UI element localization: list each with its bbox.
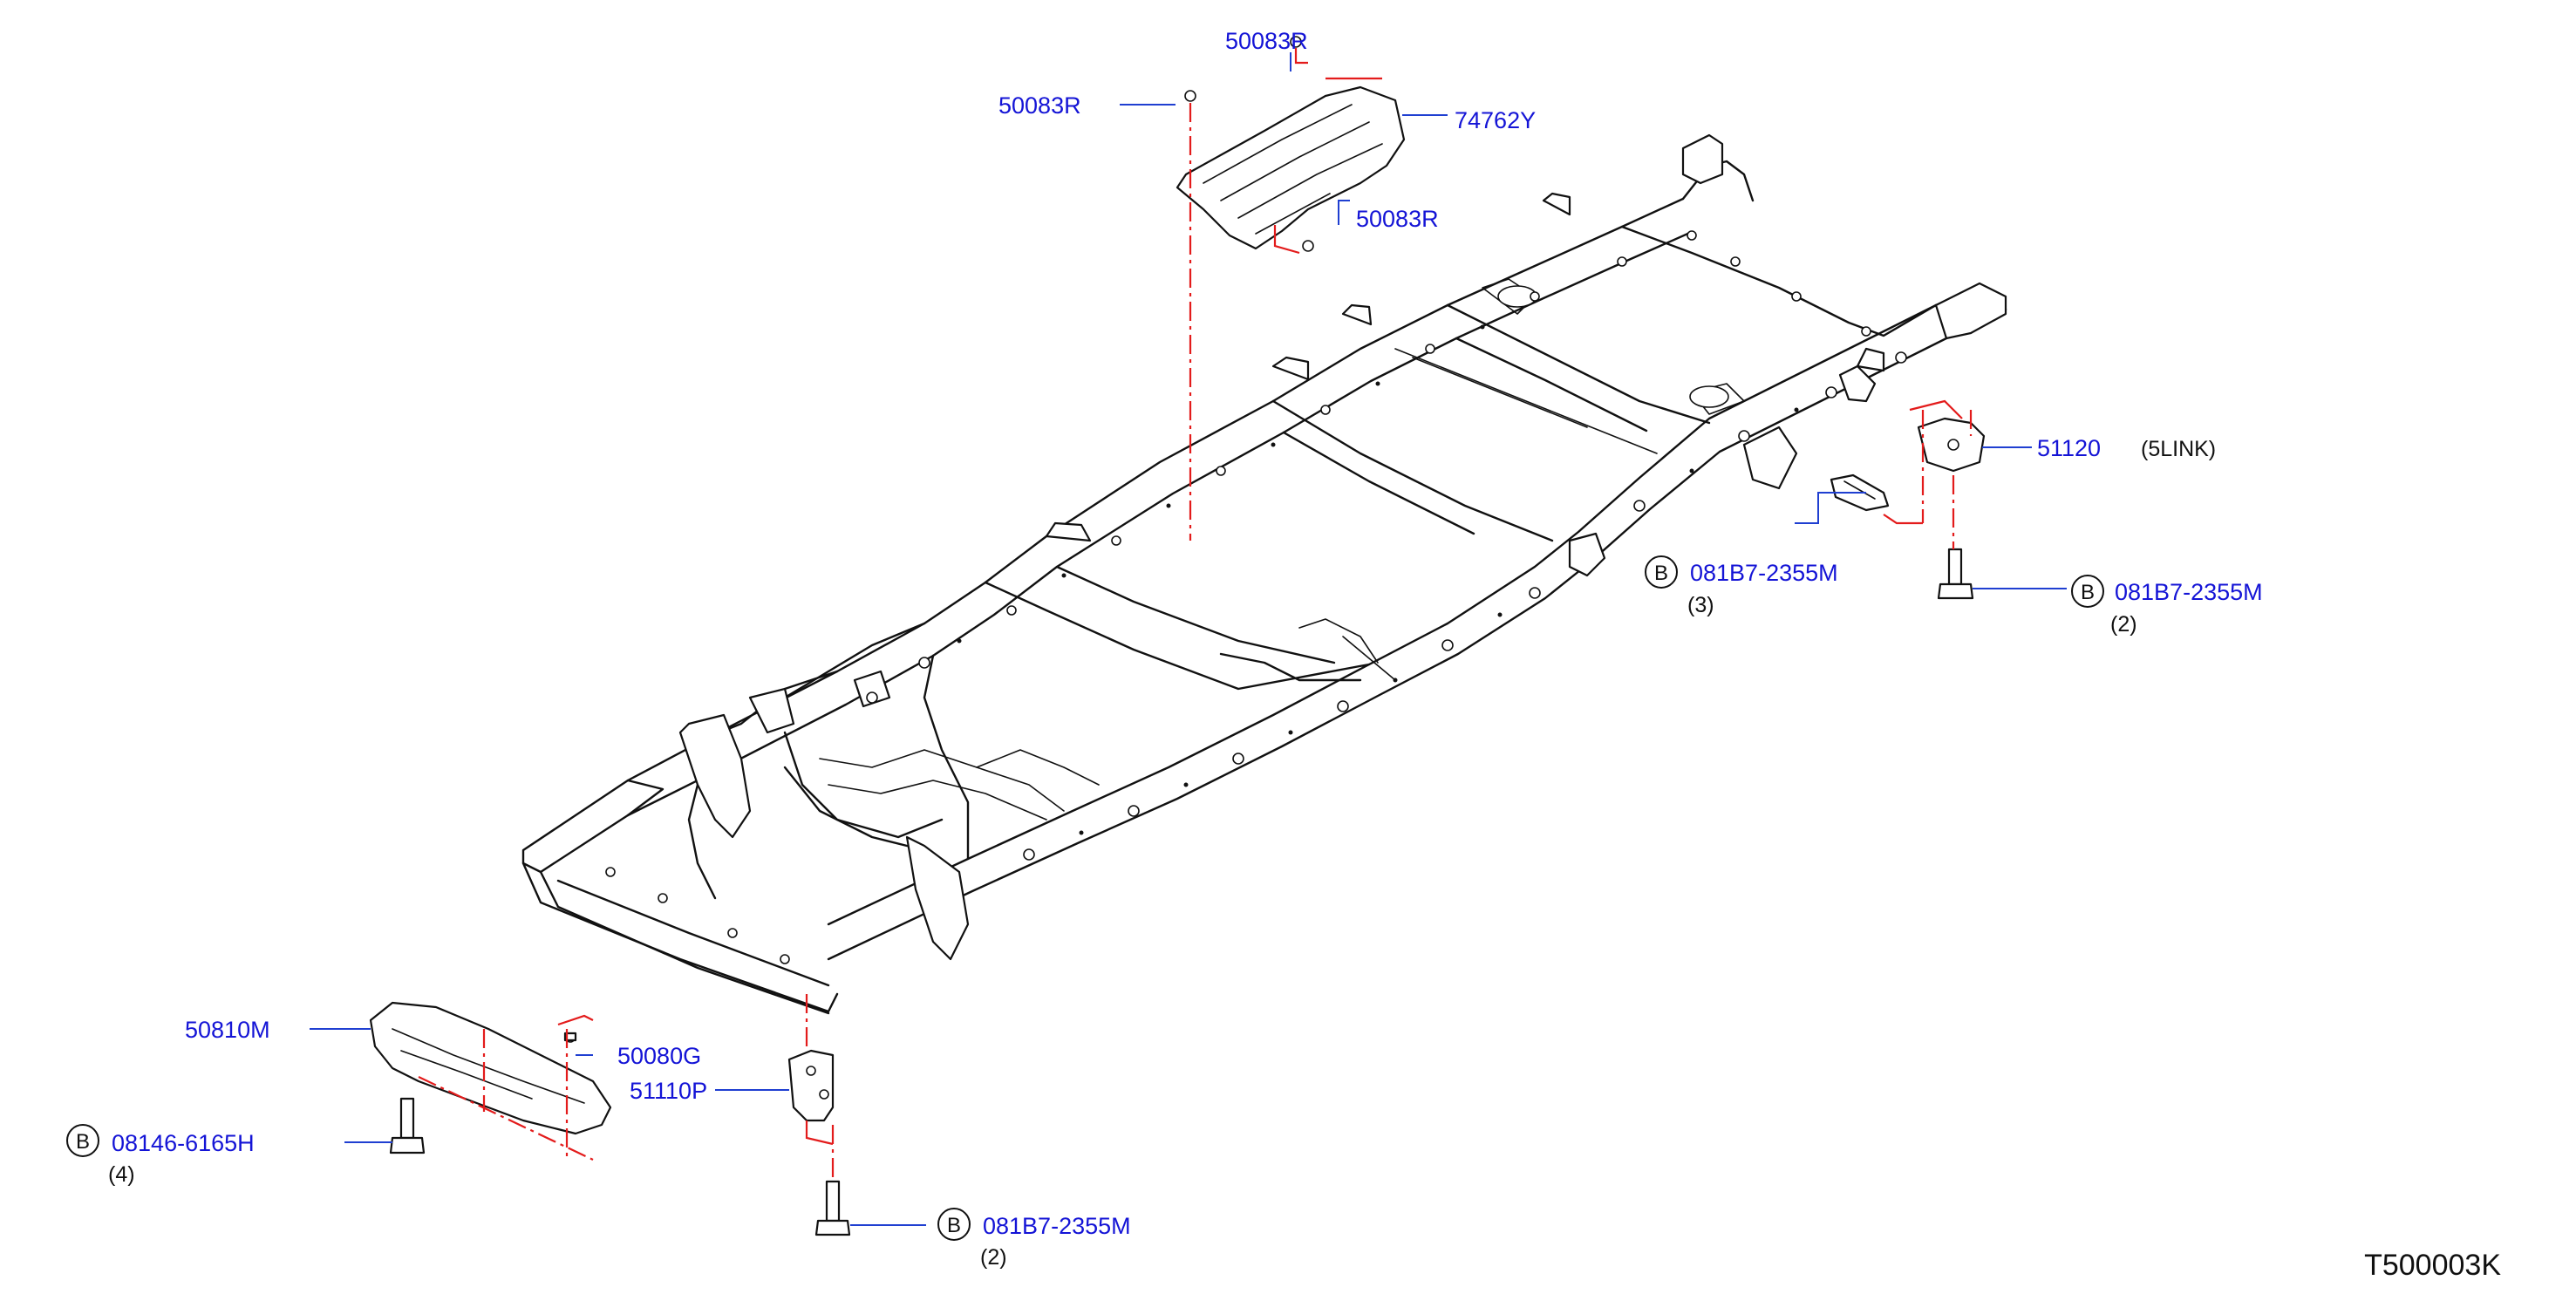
callout-74762y[interactable]: 74762Y — [1455, 107, 1536, 133]
callout-51110p[interactable]: 51110P — [630, 1078, 707, 1104]
quantity-label: (3) — [1687, 593, 1714, 617]
b-badge-icon — [2071, 575, 2104, 608]
b-badge-label: B — [76, 1130, 90, 1154]
part-number-label: 51120 — [2037, 435, 2101, 461]
part-number-label: 50810M — [185, 1017, 270, 1043]
callout-081b7-bottom[interactable]: B 081B7-2355M (2) — [937, 1208, 1131, 1270]
bolt-081b7-bottom — [814, 1180, 851, 1236]
drawing-code: T500003K — [2364, 1249, 2501, 1282]
part-number-label: 08146-6165H — [112, 1130, 255, 1156]
bolt-081b7-right — [1937, 548, 1974, 600]
b-badge-icon — [937, 1208, 971, 1241]
b-badge-label: B — [947, 1214, 961, 1237]
bracket-51110p — [787, 1049, 835, 1122]
callout-51120[interactable]: 51120 (5LINK) — [2037, 435, 2216, 461]
part-number-label: 51110P — [630, 1078, 707, 1104]
part-number-label: 081B7-2355M — [2115, 579, 2263, 605]
bolt-08146 — [389, 1097, 426, 1154]
part-number-label: 74762Y — [1455, 107, 1536, 133]
part-note-label: (5LINK) — [2141, 437, 2216, 461]
part-number-label: 081B7-2355M — [983, 1213, 1131, 1239]
frame-rivets — [957, 324, 1799, 835]
b-badge-label: B — [2081, 581, 2095, 604]
callout-081b7-right[interactable]: B 081B7-2355M (2) — [2071, 575, 2263, 637]
bracket-51120 — [1917, 417, 1986, 473]
callout-081b7-mid[interactable]: B 081B7-2355M (3) — [1645, 555, 1838, 617]
chassis-frame — [521, 133, 2007, 1015]
callout-50810m[interactable]: 50810M — [185, 1017, 270, 1043]
frame-holes — [605, 230, 1907, 964]
callout-50083r-top[interactable]: 50083R — [1225, 28, 1308, 54]
leader-lines — [310, 52, 2067, 1226]
part-number-label: 50083R — [998, 92, 1081, 119]
b-badge-icon — [66, 1124, 99, 1157]
part-number-label: 50083R — [1356, 206, 1439, 232]
quantity-label: (2) — [980, 1245, 1007, 1270]
heat-insulator-74762y — [1176, 36, 1406, 252]
part-number-label: 081B7-2355M — [1690, 560, 1838, 586]
part-number-label: 50083R — [1225, 28, 1308, 54]
part-number-label: 50080G — [617, 1043, 701, 1069]
b-badge-label: B — [1654, 562, 1668, 585]
callout-08146[interactable]: B 08146-6165H (4) — [66, 1124, 255, 1187]
quantity-label: (2) — [2110, 612, 2137, 637]
callout-50080g[interactable]: 50080G — [617, 1043, 701, 1069]
b-badge-icon — [1645, 555, 1678, 589]
quantity-label: (4) — [108, 1162, 135, 1187]
callout-50083r-lower[interactable]: 50083R — [1356, 206, 1439, 232]
callout-50083r-left[interactable]: 50083R — [998, 92, 1081, 119]
installation-lines — [418, 48, 1973, 1177]
